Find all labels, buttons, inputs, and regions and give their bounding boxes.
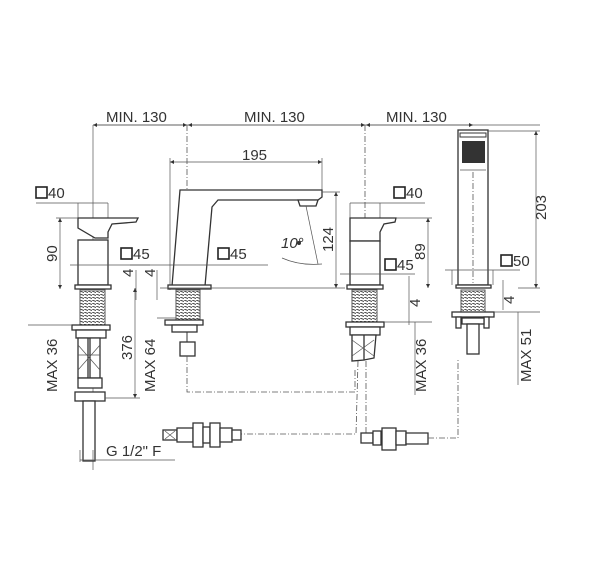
spacing-label-3: MIN. 130 xyxy=(386,109,447,126)
spout-height: 124 xyxy=(320,227,337,252)
spout-reach: 195 xyxy=(242,147,267,164)
square-symbol-icon xyxy=(120,247,133,260)
left-mixer: 40 90 45 4 MAX 36 376 G 1/2" F xyxy=(28,185,175,462)
hand-shower-height: 203 xyxy=(533,195,550,220)
spout-angle: 10° xyxy=(281,235,304,252)
connection-fittings xyxy=(162,360,459,451)
connection-thread-size: G 1/2" F xyxy=(106,443,161,460)
left-mixer-height: 90 xyxy=(44,245,61,262)
left-mixer-base-size: 45 xyxy=(133,246,150,263)
left-hose-length: 376 xyxy=(119,335,136,360)
spout-shank-max: MAX 64 xyxy=(142,339,159,392)
degree-dot-icon xyxy=(297,241,301,245)
spout: 195 4 45 10° 124 MAX 64 xyxy=(130,147,356,393)
spacing-label-2: MIN. 130 xyxy=(244,109,305,126)
right-mixer-shank-max: MAX 36 xyxy=(413,339,430,392)
square-symbol-icon xyxy=(500,254,513,267)
hand-shower-plate-thickness: 4 xyxy=(501,296,518,304)
fitting-right xyxy=(360,432,374,444)
spout-base-size: 45 xyxy=(230,246,247,263)
hand-shower: 203 50 4 MAX 51 xyxy=(445,129,550,385)
square-symbol-icon xyxy=(393,186,406,199)
spacing-label-1: MIN. 130 xyxy=(106,109,167,126)
right-mixer-plate-thickness: 4 xyxy=(407,299,424,307)
hand-shower-shank-max: MAX 51 xyxy=(518,329,535,382)
right-mixer: 40 89 45 4 MAX 36 xyxy=(240,185,432,437)
shower-head-icon xyxy=(462,141,485,163)
left-mixer-plate-thickness: 4 xyxy=(120,269,137,277)
hand-shower-base-size: 50 xyxy=(513,253,530,270)
right-mixer-height: 89 xyxy=(412,243,429,260)
right-mixer-base-size: 45 xyxy=(397,257,414,274)
square-symbol-icon xyxy=(384,258,397,271)
right-mixer-top-size: 40 xyxy=(406,185,423,202)
square-symbol-icon xyxy=(35,186,48,199)
square-symbol-icon xyxy=(217,247,230,260)
left-mixer-top-size: 40 xyxy=(48,185,65,202)
left-mixer-shank-max: MAX 36 xyxy=(44,339,61,392)
spout-plate-thickness: 4 xyxy=(142,269,159,277)
